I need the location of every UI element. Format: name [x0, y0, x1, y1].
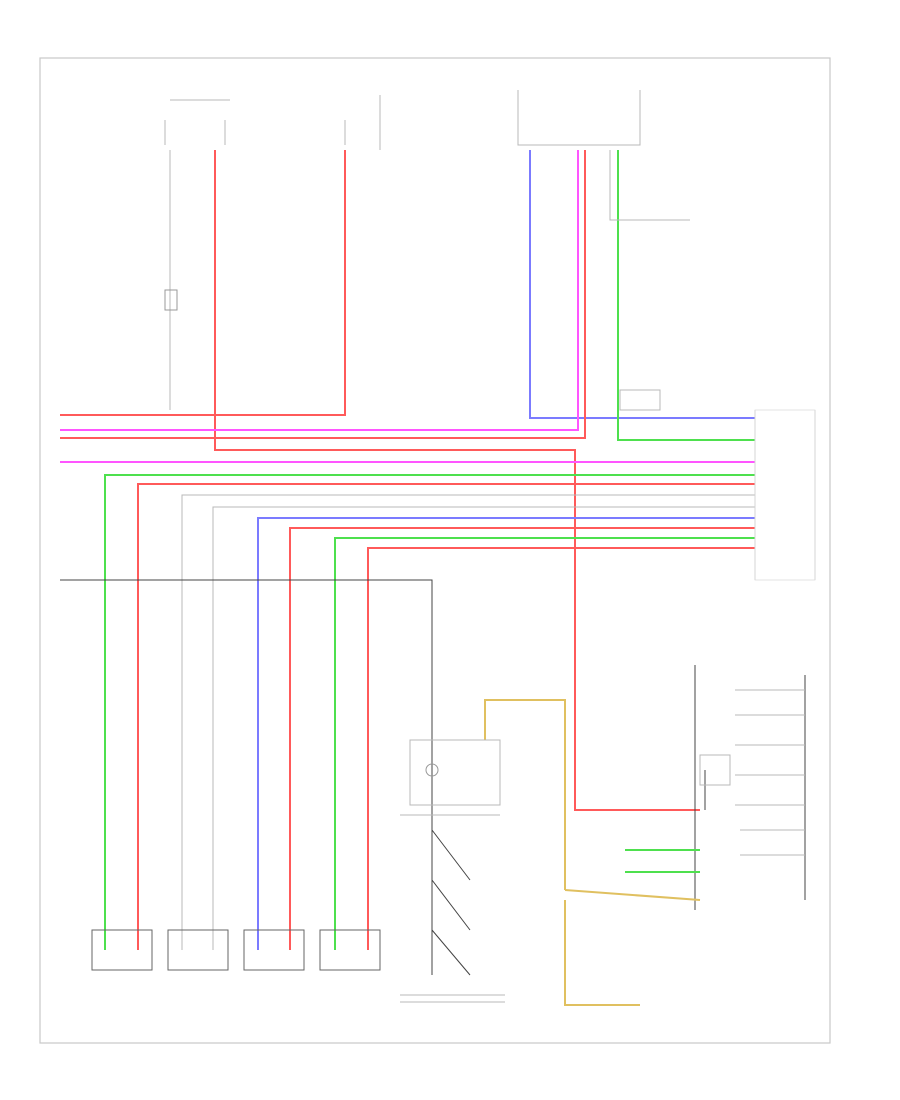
relay-box	[619, 389, 661, 411]
motor-rl-red	[289, 527, 755, 950]
diagram-frame	[39, 57, 831, 1044]
motor-rr-green	[334, 537, 755, 950]
top-junction-block	[517, 90, 641, 146]
switch-assembly	[400, 739, 505, 1003]
motor-fl-green	[104, 474, 755, 950]
motor-rl	[243, 929, 305, 971]
motor-fr-gray	[181, 494, 755, 950]
red-wire-junction	[60, 150, 586, 439]
motor-fr	[167, 929, 229, 971]
motor-rr-red	[367, 547, 755, 950]
motor-rl-blue	[257, 517, 755, 950]
pink-wire-junction	[60, 150, 579, 431]
motor-fr-gray2	[212, 506, 755, 950]
module-connector	[754, 409, 816, 581]
gray-wire-junction	[609, 150, 690, 221]
red-wire-top-left	[214, 150, 700, 811]
motor-fl-red	[137, 483, 755, 950]
left-fuse	[164, 289, 178, 311]
blue-wire-junction	[529, 150, 755, 419]
motor-rr	[319, 929, 381, 971]
red-wire-top-mid	[60, 150, 346, 416]
green-wire-junction	[617, 150, 755, 441]
dark-wire-switch	[60, 579, 433, 975]
top-fuse-mid	[344, 95, 381, 150]
right-box	[694, 665, 806, 910]
motor-fl	[91, 929, 153, 971]
yellow-wire-1	[484, 699, 566, 890]
yellow-wire-2	[564, 889, 701, 901]
yellow-wire-3	[564, 900, 640, 1006]
top-fuse-left	[164, 99, 230, 145]
